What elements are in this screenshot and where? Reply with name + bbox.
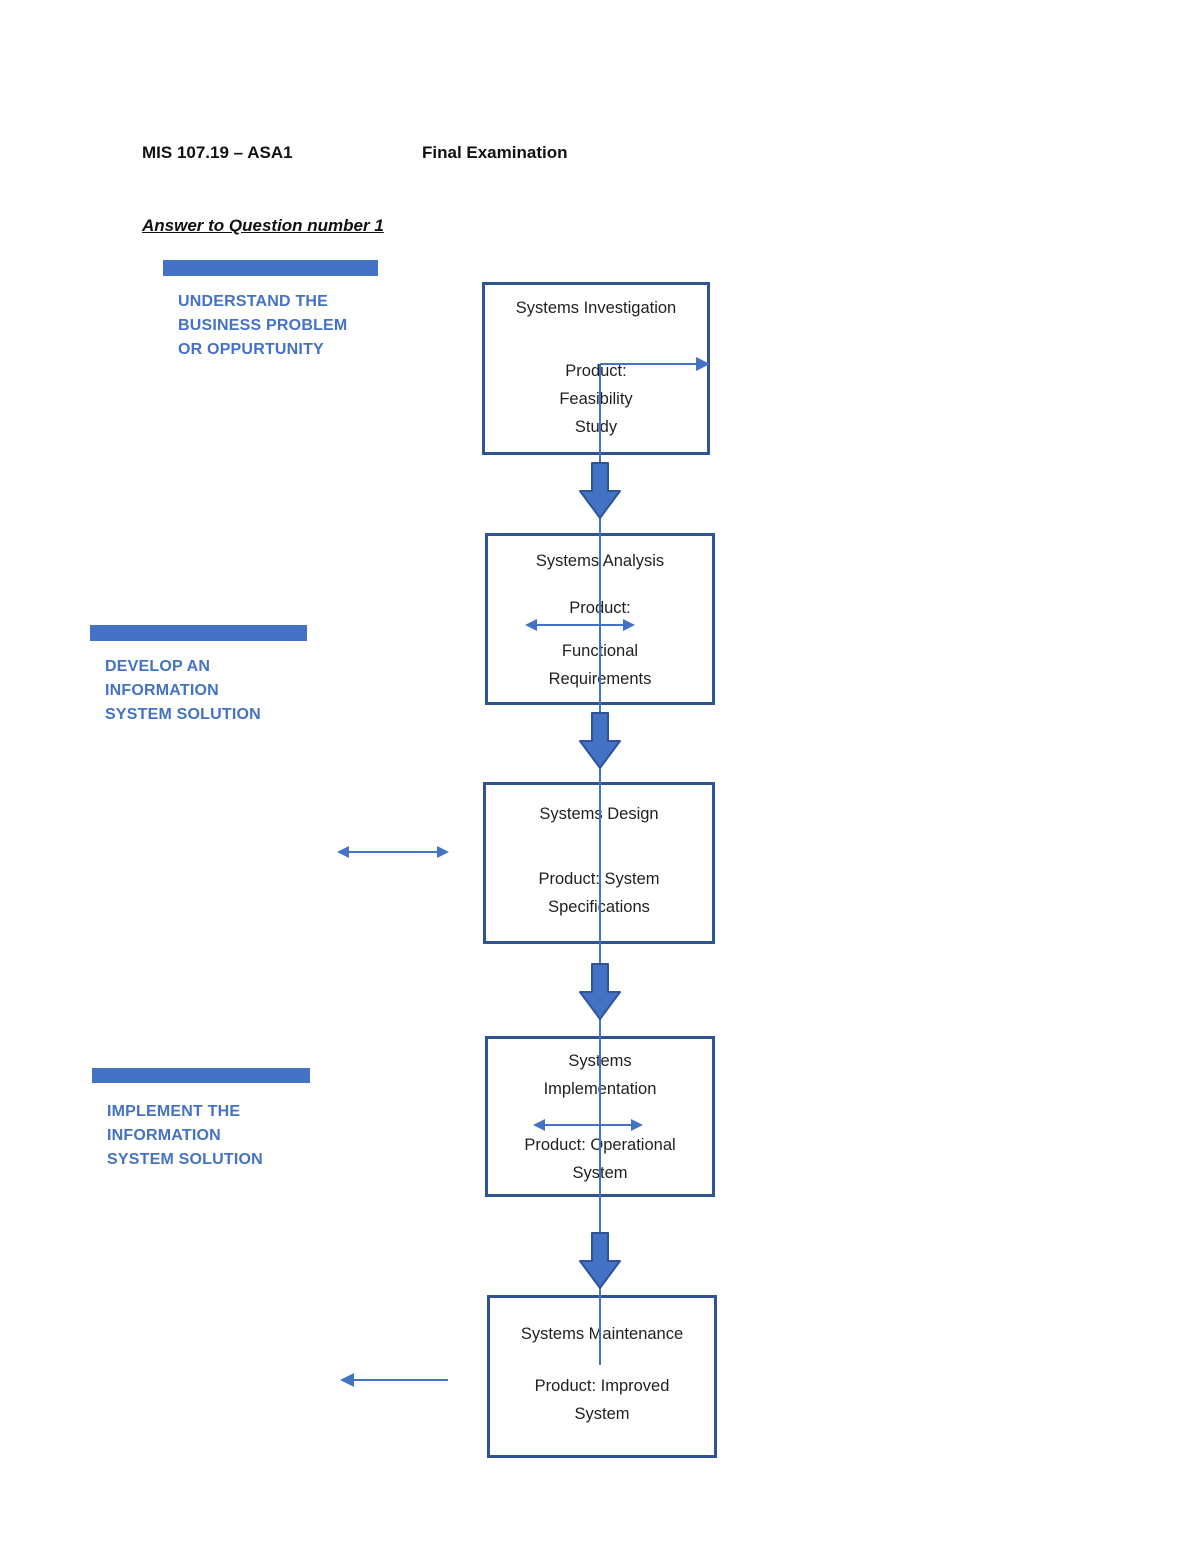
double-headed-arrow-icon — [337, 846, 449, 858]
step-product: Product: Operational System — [524, 1136, 676, 1182]
phase-label-develop: DEVELOP AN INFORMATION SYSTEM SOLUTION — [105, 658, 261, 723]
right-arrow-icon — [600, 357, 710, 371]
vertical-connector-line — [599, 364, 601, 1365]
left-arrow-icon — [340, 1373, 448, 1387]
step-box-systems-investigation: Systems Investigation Product: Feasibili… — [482, 282, 710, 455]
step-product: Product: Improved System — [534, 1377, 670, 1423]
down-block-arrow-icon — [579, 712, 621, 769]
step-title: Systems Maintenance — [520, 1325, 684, 1343]
section-title: Answer to Question number 1 — [142, 216, 384, 235]
document-title: Final Examination — [422, 143, 568, 162]
phase-bar-2 — [90, 625, 307, 641]
step-title: Systems Design — [539, 805, 659, 823]
step-title: Systems Analysis — [535, 552, 665, 570]
double-headed-arrow-icon — [525, 619, 635, 631]
phase-label-implement: IMPLEMENT THE INFORMATION SYSTEM SOLUTIO… — [107, 1103, 263, 1168]
step-box-systems-maintenance: Systems Maintenance Product: Improved Sy… — [487, 1295, 717, 1458]
phase-bar-3 — [92, 1068, 310, 1083]
course-code: MIS 107.19 – ASA1 — [142, 143, 293, 162]
down-block-arrow-icon — [579, 963, 621, 1020]
down-block-arrow-icon — [579, 1232, 621, 1289]
phase-label-understand: UNDERSTAND THE BUSINESS PROBLEM OR OPPUR… — [178, 293, 348, 358]
step-title: Systems Investigation — [515, 299, 677, 317]
step-product: Product: Feasibility Study — [559, 362, 633, 436]
phase-bar-1 — [163, 260, 378, 276]
double-headed-arrow-icon — [533, 1119, 643, 1131]
down-block-arrow-icon — [579, 462, 621, 519]
